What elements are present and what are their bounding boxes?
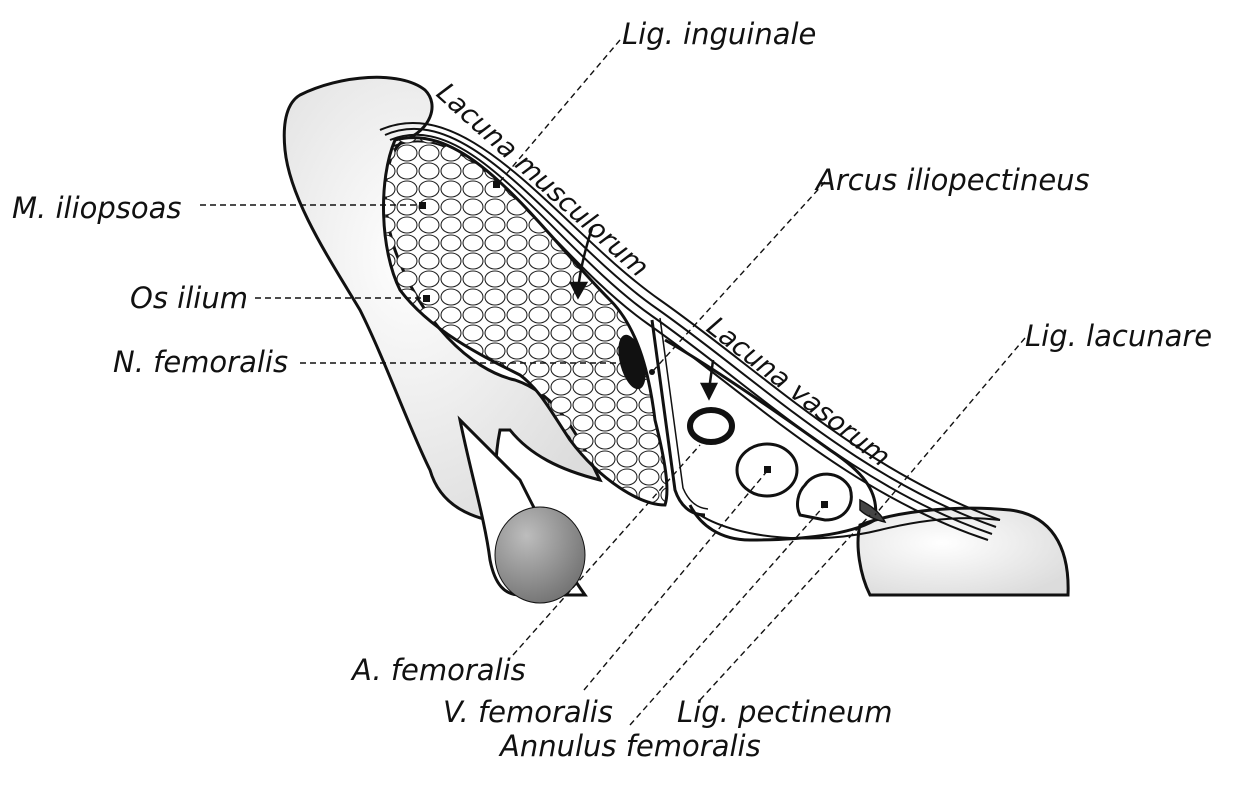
annulus-femoralis [796, 472, 853, 522]
label-v-femoralis: V. femoralis [443, 695, 613, 729]
label-lig-pectineum: Lig. pectineum [677, 695, 893, 729]
arcus-iliopectineus-septum [650, 319, 706, 517]
label-lig-inguinale: Lig. inguinale [622, 17, 816, 51]
lig-lacunare-tip [859, 498, 887, 524]
label-lacuna-vasorum: Lacuna vasorum [701, 311, 896, 473]
femoral-head-shadow [494, 506, 586, 604]
label-lig-lacunare: Lig. lacunare [1025, 319, 1212, 353]
pubic-bone [856, 506, 1070, 597]
n-femoralis [618, 334, 646, 390]
label-n-femoralis: N. femoralis [113, 345, 288, 379]
region-arrows [568, 227, 719, 401]
label-a-femoralis: A. femoralis [350, 653, 526, 687]
label-arcus-iliopectineus: Arcus iliopectineus [814, 163, 1090, 197]
label-annulus-femoralis: Annulus femoralis [498, 729, 761, 763]
m-iliopsoas [382, 136, 669, 507]
label-m-iliopsoas: M. iliopsoas [12, 191, 182, 225]
a-femoralis [687, 407, 735, 445]
label-os-ilium: Os ilium [130, 281, 248, 315]
